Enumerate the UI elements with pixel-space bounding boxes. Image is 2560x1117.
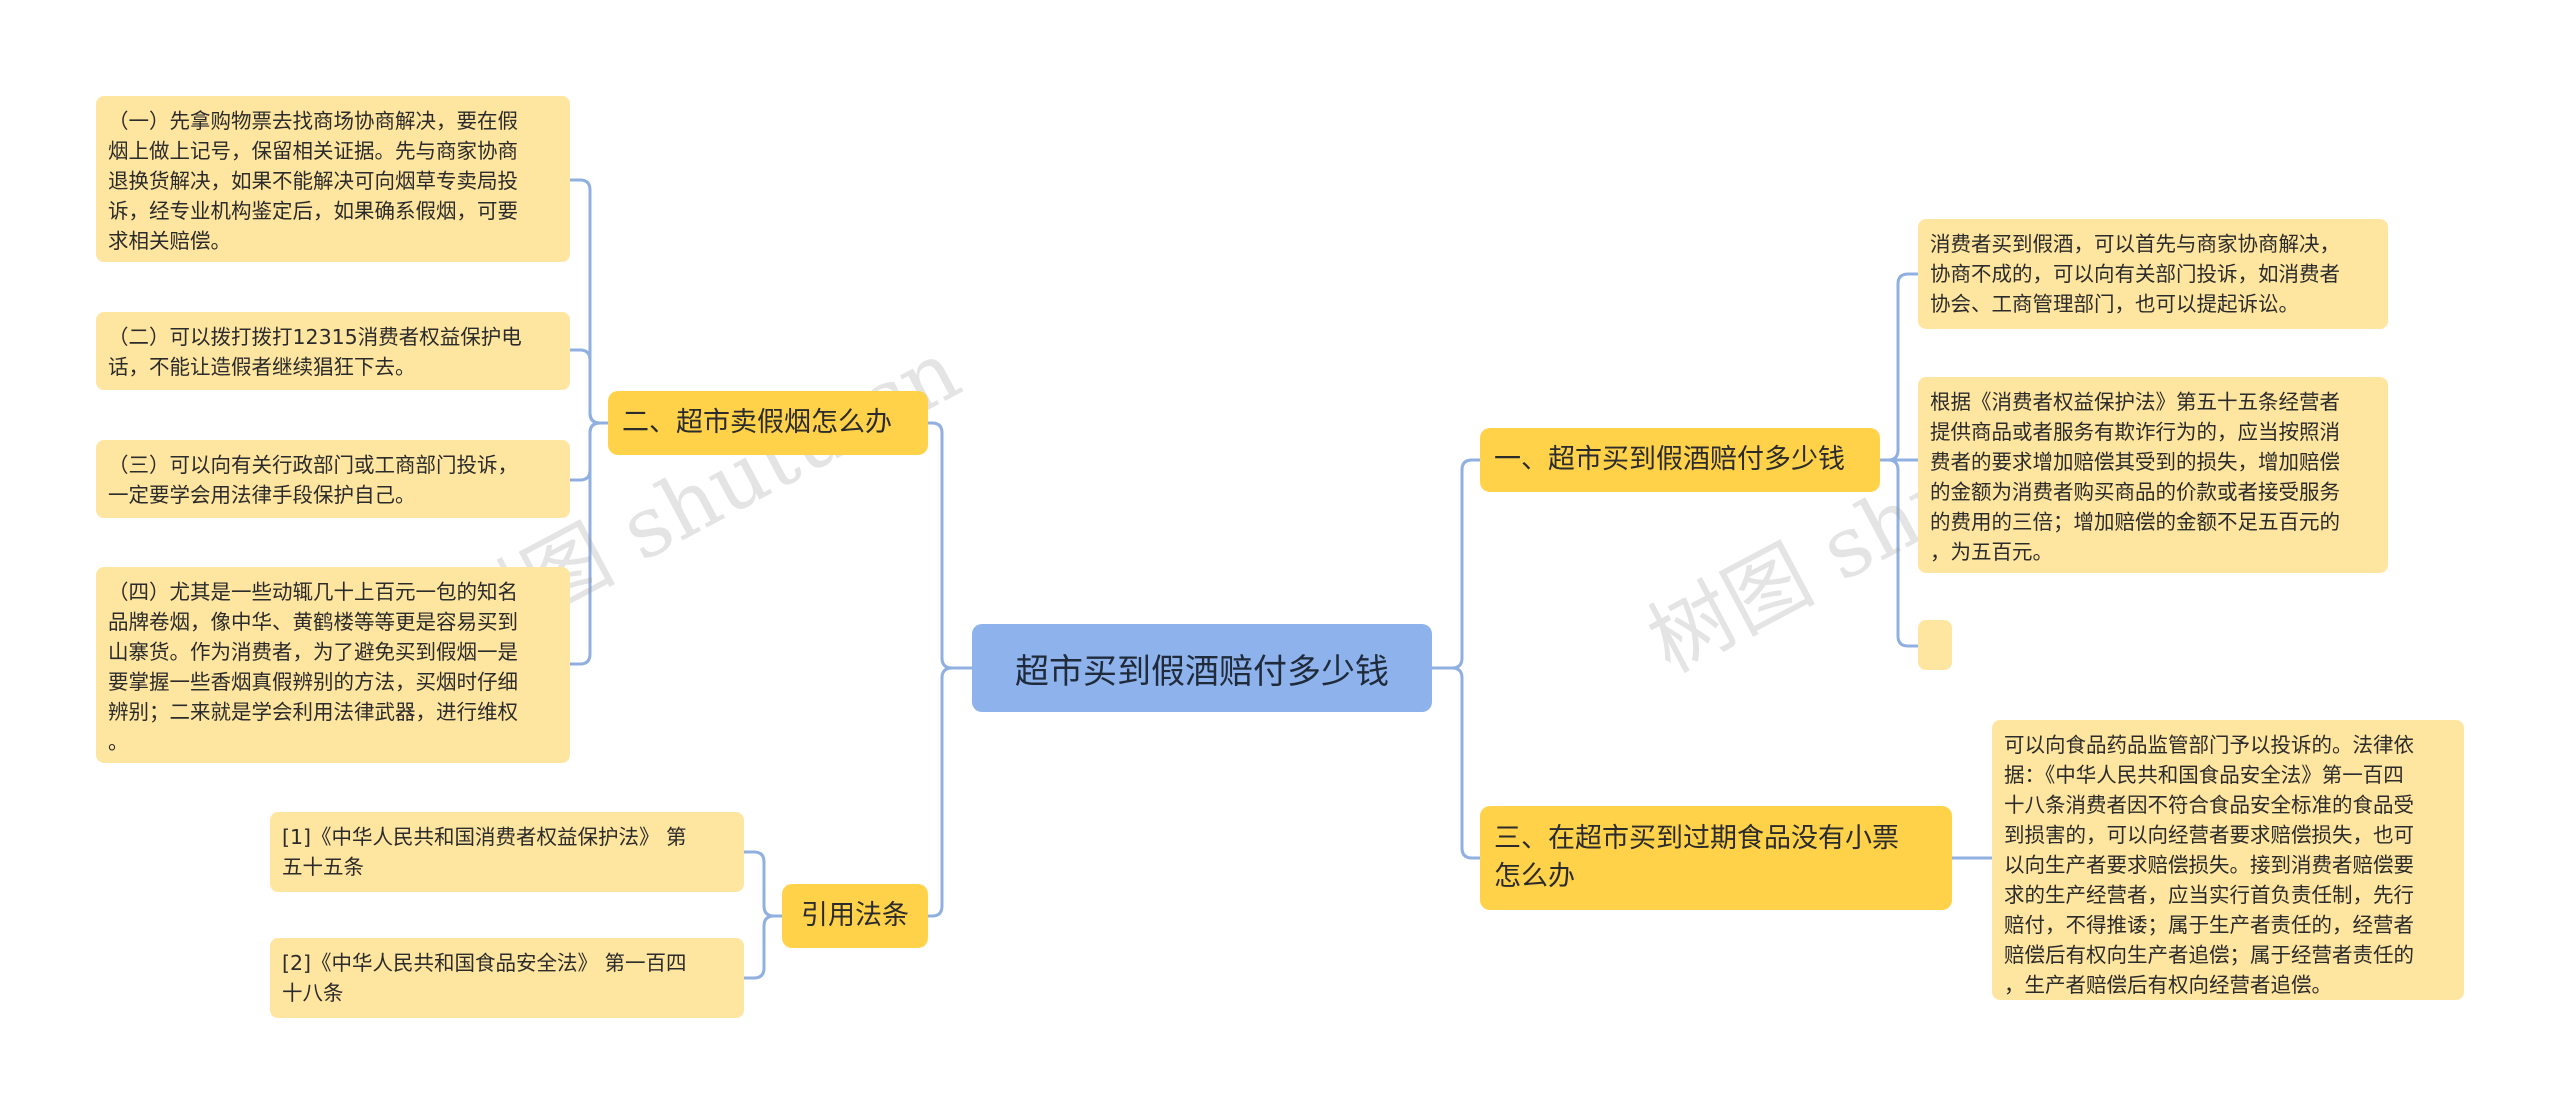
- leaf-empty[interactable]: [1918, 620, 1952, 670]
- leaf-cigarettes-step-2[interactable]: （二）可以拨打拨打12315消费者权益保护电 话，不能让造假者继续猖狂下去。: [96, 312, 570, 390]
- branch-cited-laws[interactable]: 引用法条: [782, 884, 928, 948]
- leaf-cigarettes-step-1[interactable]: （一）先拿购物票去找商场协商解决，要在假 烟上做上记号，保留相关证据。先与商家协…: [96, 96, 570, 262]
- leaf-consumer-law-article-55[interactable]: 根据《消费者权益保护法》第五十五条经营者 提供商品或者服务有欺诈行为的，应当按照…: [1918, 377, 2388, 573]
- connector-root-right-2: [1430, 666, 1482, 860]
- connector-root-left-2: [926, 666, 974, 918]
- leaf-negotiate-or-complain[interactable]: 消费者买到假酒，可以首先与商家协商解决， 协商不成的，可以向有关部门投诉，如消费…: [1918, 219, 2388, 329]
- branch-fake-cigarettes[interactable]: 二、超市卖假烟怎么办: [608, 391, 928, 455]
- connector-root-left-1: [926, 421, 974, 670]
- branch-fake-liquor-compensation[interactable]: 一、超市买到假酒赔付多少钱: [1480, 428, 1880, 492]
- connector-ref-leaf2: [742, 914, 784, 980]
- leaf-cigarettes-step-4[interactable]: （四）尤其是一些动辄几十上百元一包的知名 品牌卷烟，像中华、黄鹤楼等等更是容易买…: [96, 567, 570, 763]
- branch-expired-food-no-receipt[interactable]: 三、在超市买到过期食品没有小票 怎么办: [1480, 806, 1952, 910]
- connector-root-right-1: [1430, 458, 1482, 670]
- connector-b1-leaf3: [1878, 458, 1920, 648]
- root-topic[interactable]: 超市买到假酒赔付多少钱: [972, 624, 1432, 712]
- leaf-food-safety-law-article-148[interactable]: 可以向食品药品监管部门予以投诉的。法律依 据：《中华人民共和国食品安全法》第一百…: [1992, 720, 2464, 1000]
- connector-b2-leaf2: [568, 348, 610, 425]
- leaf-cigarettes-step-3[interactable]: （三）可以向有关行政部门或工商部门投诉， 一定要学会用法律手段保护自己。: [96, 440, 570, 518]
- connector-b2-leaf4: [568, 421, 610, 666]
- connector-b1-leaf1: [1878, 272, 1920, 462]
- leaf-cited-food-safety-law[interactable]: [2]《中华人民共和国食品安全法》 第一百四 十八条: [270, 938, 744, 1018]
- leaf-cited-consumer-law[interactable]: [1]《中华人民共和国消费者权益保护法》 第 五十五条: [270, 812, 744, 892]
- connector-ref-leaf1: [742, 850, 784, 918]
